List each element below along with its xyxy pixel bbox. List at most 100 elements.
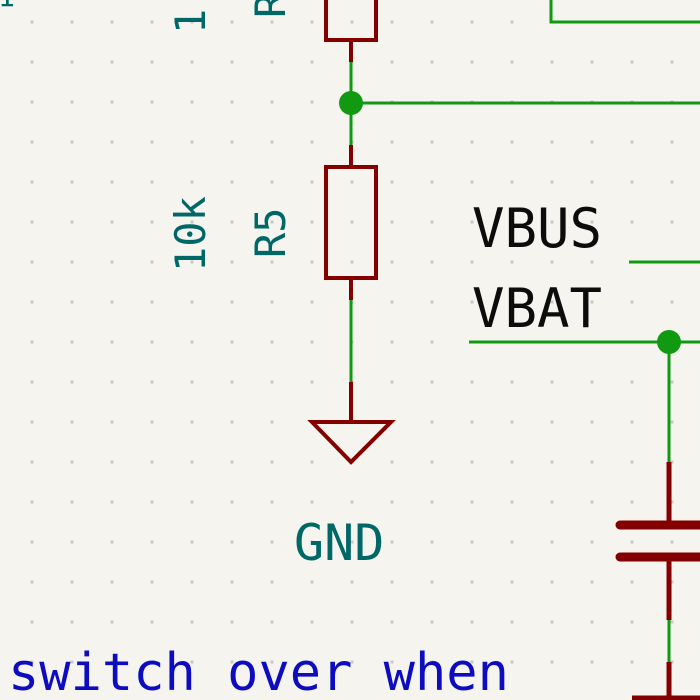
grid-dot [630,580,634,584]
grid-dot [230,620,234,624]
grid-dot [190,340,194,344]
grid-dot [70,180,74,184]
grid-dot [470,140,474,144]
gnd-symbol[interactable]: GND [294,420,396,572]
grid-dot [390,140,394,144]
grid-dot [270,100,274,104]
grid-dot [30,660,34,664]
grid-dot [30,100,34,104]
grid-dot [30,60,34,64]
grid-dot [470,20,474,24]
grid-dot [230,140,234,144]
grid-dot [190,460,194,464]
grid-dot [350,180,354,184]
grid-dot [150,60,154,64]
grid-dot [430,580,434,584]
junction-dot-divider[interactable] [339,91,363,115]
grid-dot [390,20,394,24]
grid-dot [150,300,154,304]
grid-dot [310,380,314,384]
resistor-r5-value: 10k [166,196,215,272]
grid-dot [550,140,554,144]
grid-dot [230,20,234,24]
grid-dot [270,540,274,544]
resistor-r5-designator: R5 [246,207,295,258]
grid-dot [670,580,674,584]
grid-dot [70,620,74,624]
grid-dot [150,180,154,184]
grid-dot [30,20,34,24]
net-label-vbat[interactable]: VBAT [472,277,602,340]
grid-dot [150,580,154,584]
grid-dot [150,380,154,384]
grid-dot [110,300,114,304]
resistor-r5[interactable]: 10k R5 [166,165,378,280]
grid-dot [310,260,314,264]
grid-dot [470,540,474,544]
capacitor[interactable] [615,462,700,700]
grid-dot [550,660,554,664]
grid-dot [70,340,74,344]
grid-dot [110,60,114,64]
grid-dot [630,180,634,184]
grid-dot [230,580,234,584]
grid-dot [190,100,194,104]
grid-dot [270,460,274,464]
grid-dot [30,500,34,504]
grid-dot [510,180,514,184]
grid-dot [110,460,114,464]
grid-dot [670,500,674,504]
grid-dot [270,300,274,304]
resistor-top-designator: R [246,0,295,18]
grid-dot [670,300,674,304]
grid-dot [670,180,674,184]
grid-dot [670,140,674,144]
grid-dot [230,380,234,384]
grid-dot [390,260,394,264]
grid-dot [430,500,434,504]
grid-dot [510,380,514,384]
grid-dot [110,540,114,544]
grid-dot [70,260,74,264]
net-label-vbus[interactable]: VBUS [472,197,602,260]
grid-dot [70,460,74,464]
grid-dot [550,220,554,224]
grid-dot [670,220,674,224]
grid-dot [470,300,474,304]
grid-dot [390,580,394,584]
grid-dot [190,260,194,264]
grid-dot [230,300,234,304]
grid-dot [430,620,434,624]
grid-dot [430,540,434,544]
grid-dot [630,660,634,664]
grid-dot [30,620,34,624]
grid-dot [470,580,474,584]
grid-dot [510,140,514,144]
grid-dot [390,460,394,464]
grid-dot [590,300,594,304]
grid-dot [110,260,114,264]
grid-dot [70,380,74,384]
wire-top-right [549,0,700,24]
junction-dot-vbat[interactable] [657,330,681,354]
grid-dot [230,540,234,544]
grid-dot [110,180,114,184]
grid-dot [510,300,514,304]
grid-dot [270,340,274,344]
grid-dot [390,340,394,344]
grid-dot [190,580,194,584]
grid-dot [510,20,514,24]
grid-dot [430,420,434,424]
grid-dot [670,60,674,64]
grid-dot [150,460,154,464]
grid-dot [230,220,234,224]
grid-dot [230,100,234,104]
grid-dot [190,500,194,504]
grid-dot [550,380,554,384]
grid-dot [430,140,434,144]
grid-dot [510,60,514,64]
note-text: switch over when [8,643,509,700]
grid-dot [30,220,34,224]
grid-dot [390,660,394,664]
